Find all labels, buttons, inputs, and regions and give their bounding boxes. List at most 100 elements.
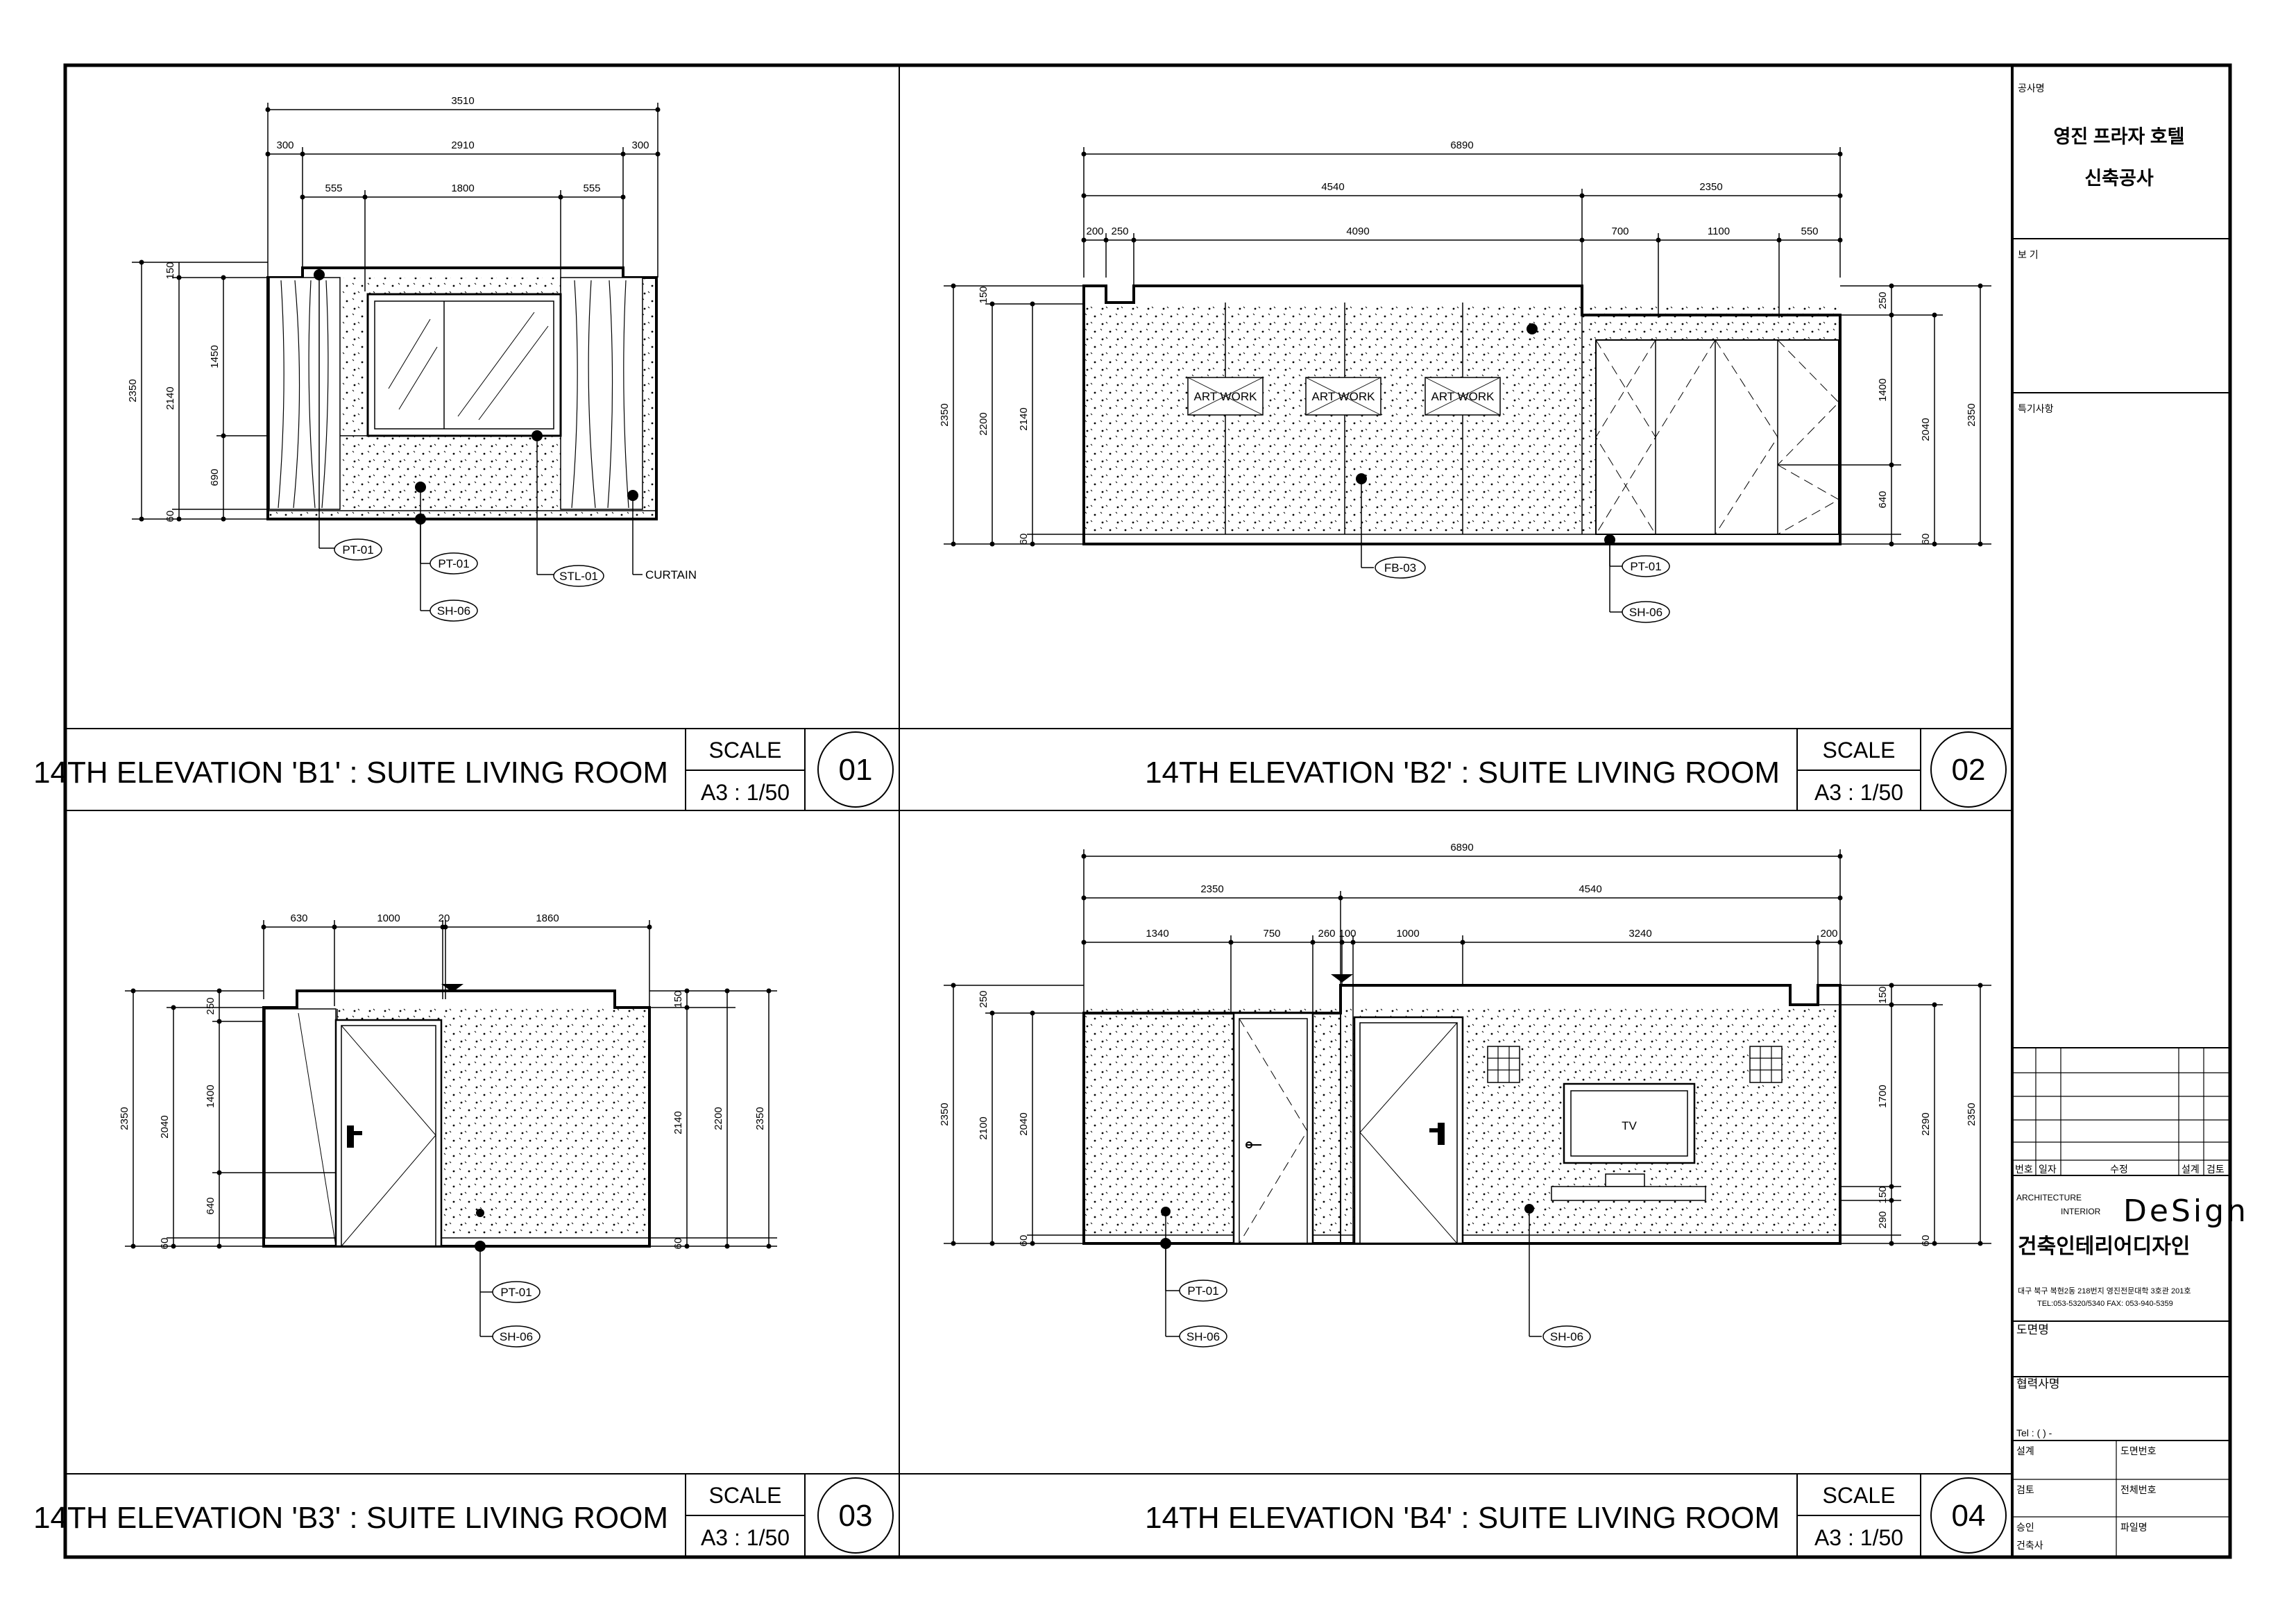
dimension-ticks-b1 <box>139 107 661 522</box>
tag-pt01-b2: PT-01 <box>1630 560 1661 573</box>
svg-text:2140: 2140 <box>672 1111 684 1134</box>
scale-label-b4: SCALE <box>1823 1483 1896 1508</box>
drawing-number-b2: 02 <box>1952 753 1986 787</box>
scale-value-b2: A3 : 1/50 <box>1814 780 1903 805</box>
svg-text:1340: 1340 <box>1146 928 1168 940</box>
scale-value-b4: A3 : 1/50 <box>1814 1525 1903 1550</box>
project-name-line2: 신축공사 <box>2084 168 2154 189</box>
svg-text:1860: 1860 <box>536 912 559 924</box>
svg-text:2350: 2350 <box>1200 883 1223 895</box>
svg-text:250: 250 <box>1111 226 1128 237</box>
svg-text:1100: 1100 <box>1708 226 1730 237</box>
scale-value-b1: A3 : 1/50 <box>701 780 790 805</box>
svg-text:2350: 2350 <box>939 1103 951 1125</box>
svg-text:290: 290 <box>1877 1211 1889 1228</box>
elevation-title-b2: 14TH ELEVATION 'B2' : SUITE LIVING ROOM <box>1145 756 1780 790</box>
svg-text:1800: 1800 <box>451 182 474 194</box>
svg-text:2040: 2040 <box>159 1115 171 1138</box>
tag-sh06: SH-06 <box>437 604 470 618</box>
tag-pt01-a: PT-01 <box>342 543 373 556</box>
svg-text:1000: 1000 <box>377 912 400 924</box>
svg-text:2350: 2350 <box>939 403 951 426</box>
svg-text:INTERIOR: INTERIOR <box>2061 1207 2101 1216</box>
tag-pt01-b: PT-01 <box>438 557 469 570</box>
svg-text:ARCHITECTURE: ARCHITECTURE <box>2016 1193 2082 1203</box>
title-strip-b3: 14TH ELEVATION 'B3' : SUITE LIVING ROOM … <box>33 1474 894 1557</box>
firm-logo: ARCHITECTURE INTERIOR DeSign <box>2016 1193 2249 1229</box>
svg-text:60: 60 <box>672 1238 684 1250</box>
svg-text:150: 150 <box>672 990 684 1008</box>
label-artwork-1: ART WORK <box>1194 390 1258 403</box>
dimension-ticks-b3 <box>130 924 772 1249</box>
svg-text:150: 150 <box>978 286 989 303</box>
row-review: 검토 <box>2016 1484 2034 1495</box>
tag-sh06-b4-b: SH-06 <box>1550 1330 1583 1343</box>
svg-text:2100: 2100 <box>978 1116 989 1139</box>
revision-header-no: 번호 <box>2015 1164 2033 1175</box>
tag-sh06-b4-a: SH-06 <box>1187 1330 1220 1343</box>
svg-text:2200: 2200 <box>978 412 989 435</box>
row-design: 설계 <box>2016 1445 2034 1456</box>
svg-text:250: 250 <box>205 997 216 1014</box>
svg-text:150: 150 <box>1877 986 1889 1003</box>
dimension-lines-b2 <box>944 147 1991 545</box>
svg-text:300: 300 <box>276 139 294 151</box>
elevation-title-b4: 14TH ELEVATION 'B4' : SUITE LIVING ROOM <box>1145 1501 1780 1535</box>
elevation-title-b1: 14TH ELEVATION 'B1' : SUITE LIVING ROOM <box>33 756 668 790</box>
scale-label-b2: SCALE <box>1823 738 1896 763</box>
dimension-ticks-b2 <box>951 151 1983 547</box>
svg-text:1400: 1400 <box>1877 378 1889 401</box>
svg-text:2140: 2140 <box>164 386 176 409</box>
title-strip-b1: 14TH ELEVATION 'B1' : SUITE LIVING ROOM … <box>33 729 894 810</box>
svg-text:60: 60 <box>1018 534 1030 545</box>
project-label: 공사명 <box>2018 83 2045 94</box>
revision-header-date: 일자 <box>2039 1164 2057 1175</box>
svg-text:250: 250 <box>978 990 989 1008</box>
row-total-number: 전체번호 <box>2120 1484 2157 1495</box>
tag-stl01: STL-01 <box>559 570 598 583</box>
firm-address: 대구 북구 복현2동 218번지 영진전문대학 3호관 201호 <box>2018 1286 2191 1295</box>
svg-text:2350: 2350 <box>119 1107 130 1130</box>
svg-text:1700: 1700 <box>1877 1085 1889 1107</box>
svg-text:6890: 6890 <box>1450 842 1473 853</box>
svg-text:640: 640 <box>205 1197 216 1214</box>
svg-text:4540: 4540 <box>1321 181 1344 193</box>
svg-text:60: 60 <box>1920 534 1932 545</box>
wall-grille-icons <box>1487 1046 1783 1083</box>
label-tv: TV <box>1622 1119 1637 1132</box>
svg-text:2910: 2910 <box>451 139 474 151</box>
title-block: 공사명 영진 프라자 호텔 신축공사 보 기 특기사항 번호 일자 수정 설계 … <box>2012 83 2249 1557</box>
drawing-name-label: 도면명 <box>2016 1323 2049 1336</box>
label-artwork-3: ART WORK <box>1431 390 1495 403</box>
row-drawing-number: 도면번호 <box>2120 1445 2157 1456</box>
svg-text:3510: 3510 <box>451 95 474 107</box>
svg-text:2290: 2290 <box>1920 1112 1932 1135</box>
elevation-title-b3: 14TH ELEVATION 'B3' : SUITE LIVING ROOM <box>33 1501 668 1535</box>
revision-header-review: 검토 <box>2206 1164 2225 1175</box>
dimension-texts-b3: 630 1000 20 1860 2350 2040 250 1400 640 … <box>119 912 766 1249</box>
svg-text:2350: 2350 <box>754 1107 766 1130</box>
svg-text:2350: 2350 <box>1966 403 1978 426</box>
svg-text:2040: 2040 <box>1018 1112 1030 1135</box>
svg-text:200: 200 <box>1086 226 1103 237</box>
svg-text:260: 260 <box>1318 928 1335 940</box>
svg-text:150: 150 <box>1877 1186 1889 1203</box>
scale-label-b1: SCALE <box>709 738 782 763</box>
tag-pt01-b4: PT-01 <box>1187 1284 1218 1298</box>
revision-header-change: 수정 <box>2110 1164 2128 1175</box>
svg-text:2350: 2350 <box>1699 181 1722 193</box>
svg-text:200: 200 <box>1820 928 1837 940</box>
drawing-number-b3: 03 <box>839 1499 873 1533</box>
dimension-texts-b4: 6890 2350 4540 1340 750 260 100 1000 324… <box>939 842 1978 1246</box>
svg-text:550: 550 <box>1801 226 1818 237</box>
svg-text:750: 750 <box>1263 928 1280 940</box>
dimension-lines-b3 <box>125 920 777 1247</box>
elevation-drawing-b4: 6890 2350 4540 1340 750 260 100 1000 324… <box>939 842 1991 1348</box>
architect-label: 건축사 <box>2016 1540 2043 1551</box>
svg-text:DeSign: DeSign <box>2123 1193 2249 1229</box>
tag-sh06-b3: SH-06 <box>500 1330 533 1343</box>
tag-pt01-b3: PT-01 <box>500 1286 532 1299</box>
label-artwork-2: ART WORK <box>1312 390 1376 403</box>
svg-text:2350: 2350 <box>1966 1103 1978 1125</box>
svg-text:2200: 2200 <box>713 1107 724 1130</box>
